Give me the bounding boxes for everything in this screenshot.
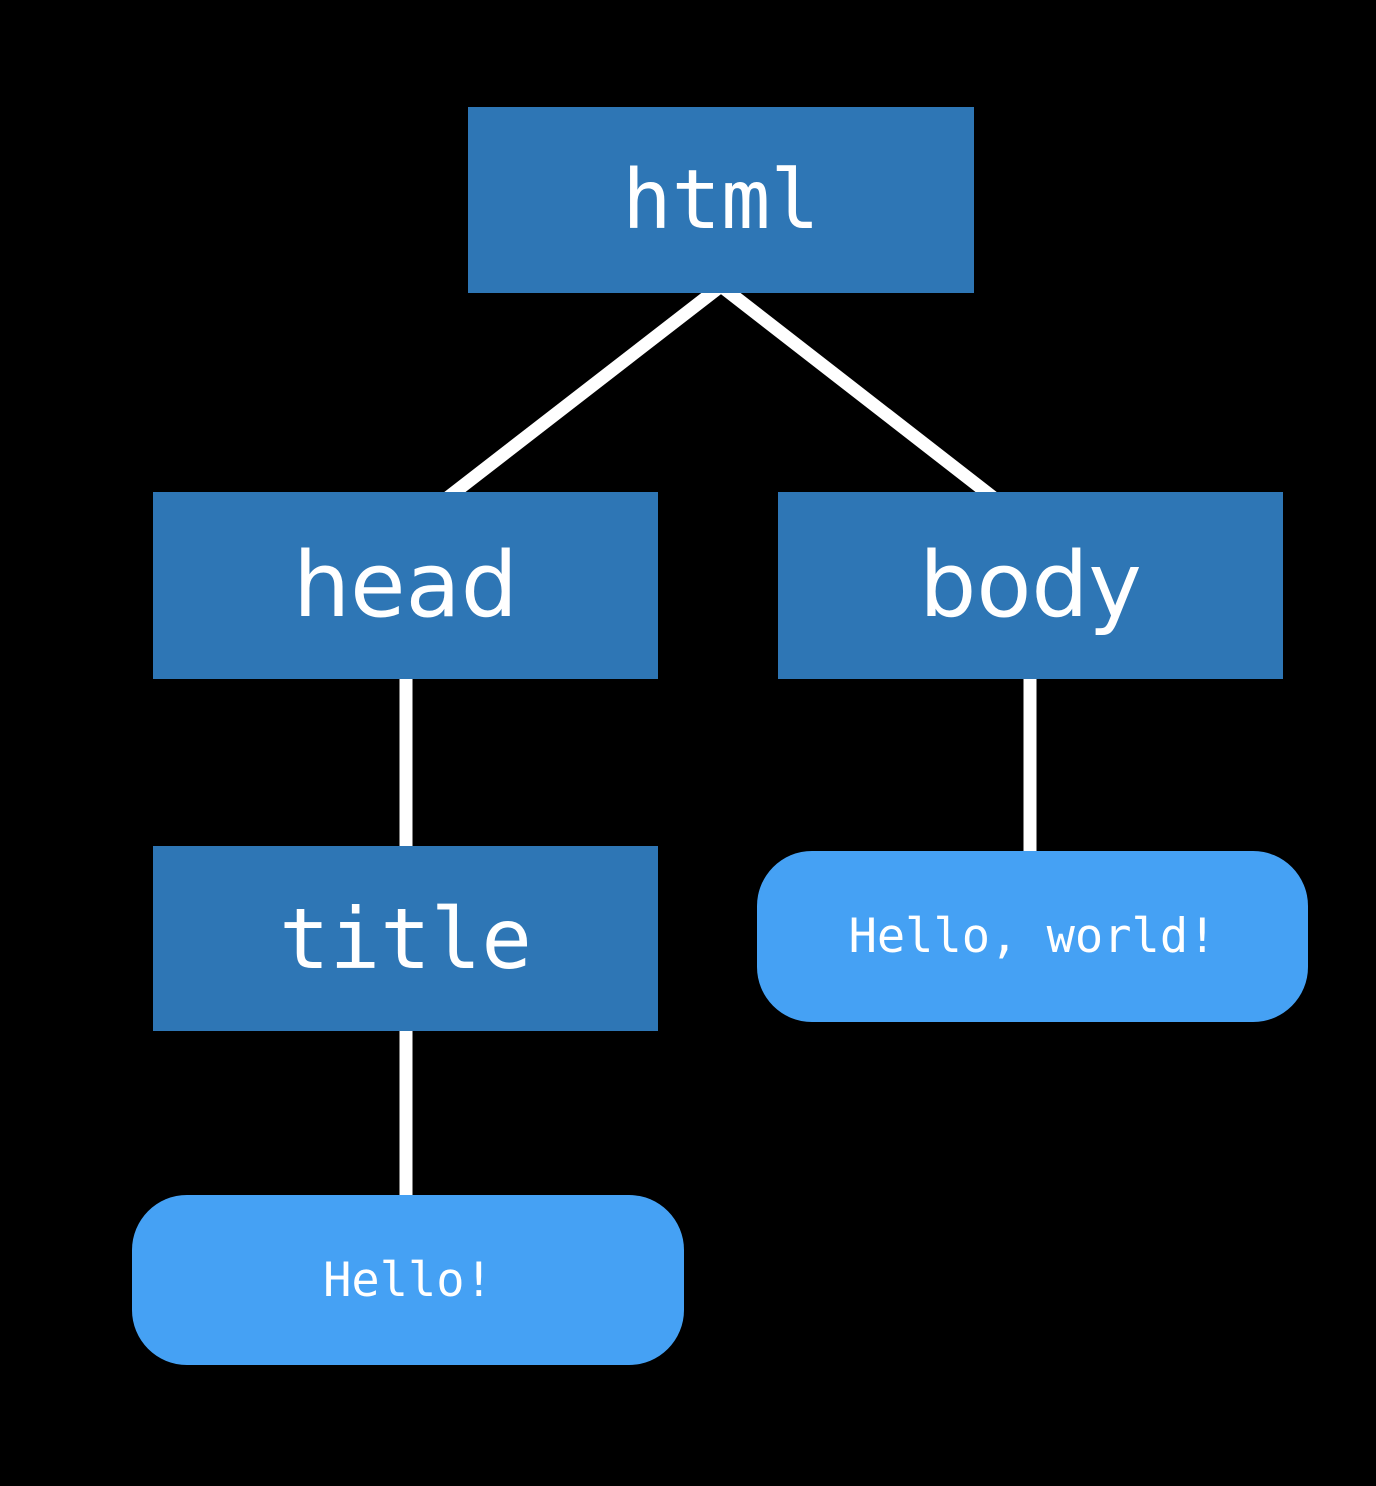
node-text-hello-label: Hello! bbox=[323, 1252, 493, 1308]
edge-html-body bbox=[717, 280, 1003, 508]
node-title-label: title bbox=[279, 889, 532, 988]
node-head-label: head bbox=[293, 533, 518, 638]
node-body: body bbox=[778, 492, 1283, 679]
edge-html-head bbox=[438, 280, 725, 508]
node-title: title bbox=[153, 846, 658, 1031]
node-text-hello-world: Hello, world! bbox=[757, 851, 1308, 1022]
node-html-label: html bbox=[622, 152, 820, 248]
node-head: head bbox=[153, 492, 658, 679]
node-text-hello: Hello! bbox=[132, 1195, 684, 1365]
node-html: html bbox=[468, 107, 974, 293]
node-text-hello-world-label: Hello, world! bbox=[848, 909, 1217, 964]
node-body-label: body bbox=[919, 533, 1142, 638]
